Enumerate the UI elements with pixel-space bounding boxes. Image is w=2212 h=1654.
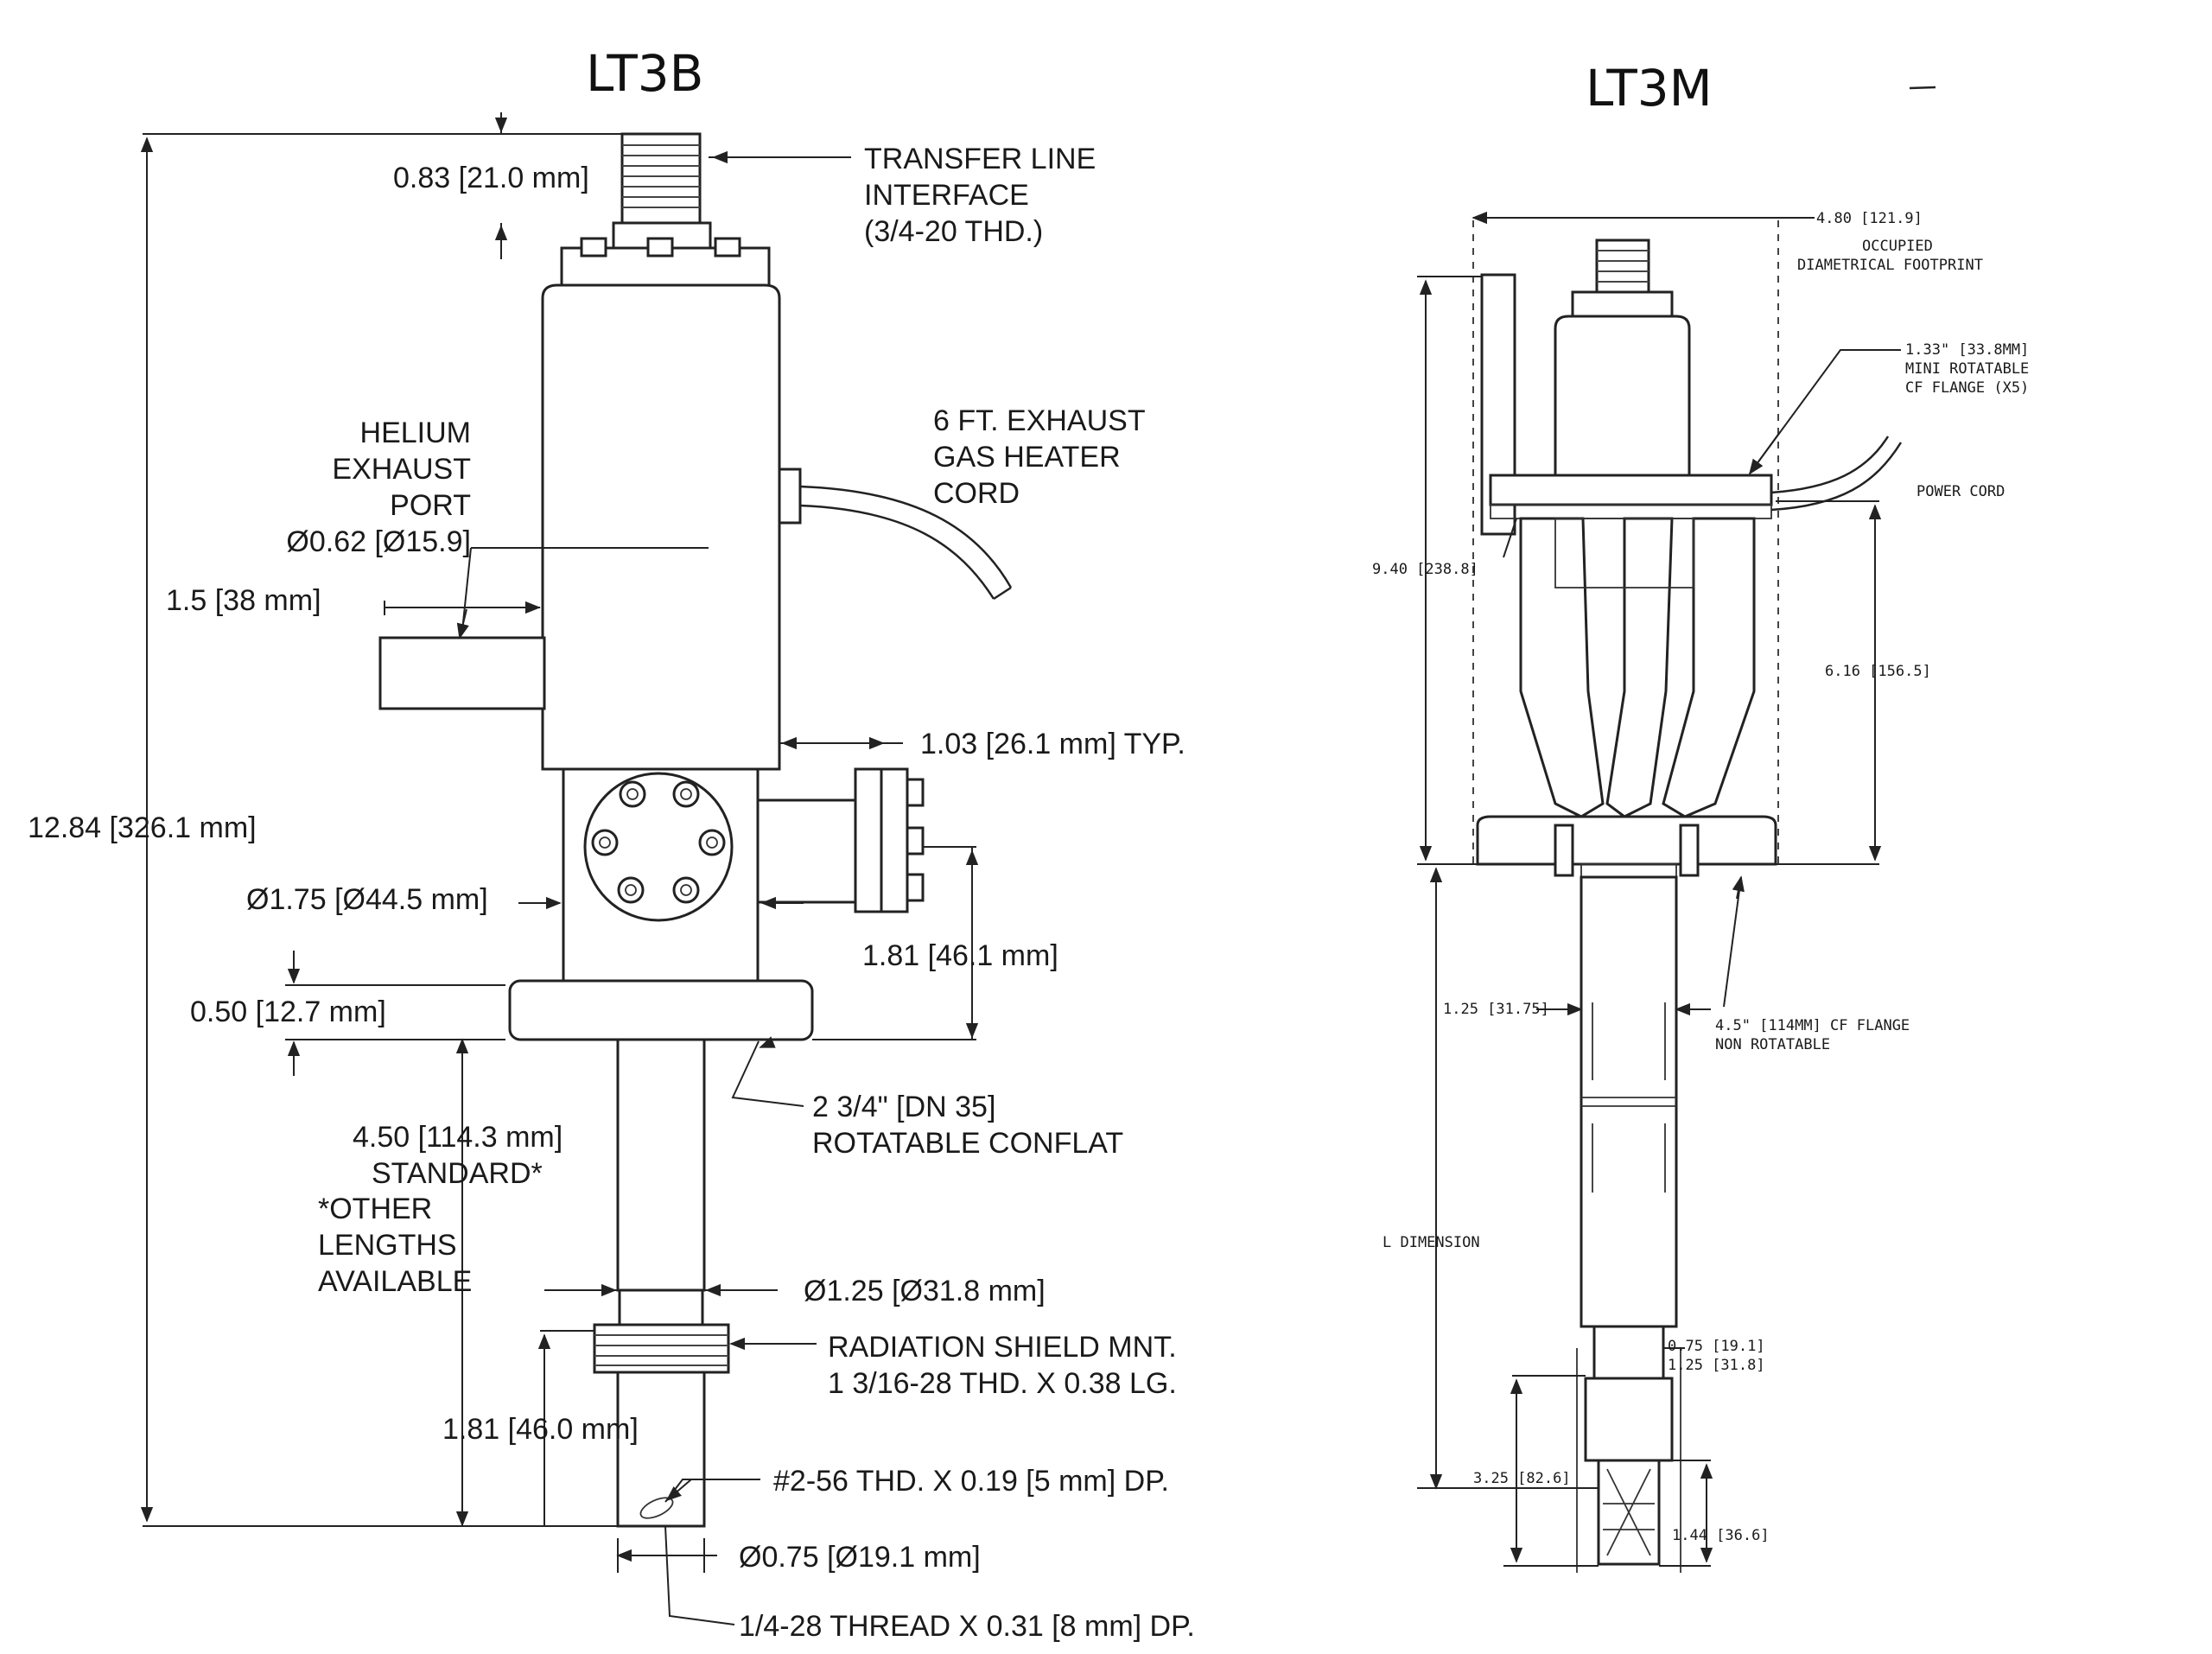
cap-bolt: [580, 237, 607, 258]
lt3m-tube-dim: 1.25 [31.75]: [1443, 1001, 1549, 1018]
radiation-shield-thread: [593, 1323, 730, 1374]
cap-bolt: [714, 237, 741, 258]
lt3m-height-dim: 9.40 [238.8]: [1372, 561, 1478, 578]
lt3m-footprint-label-2: DIAMETRICAL FOOTPRINT: [1797, 257, 1983, 274]
conflat-label-2: ROTATABLE CONFLAT: [812, 1127, 1123, 1160]
side-port: [756, 798, 859, 904]
lt3m-arm-right: [1662, 517, 1756, 818]
thread-label: 1/4-28 THREAD X 0.31 [8 mm] DP.: [739, 1610, 1195, 1643]
transfer-line-label-1: TRANSFER LINE: [864, 143, 1096, 175]
stray-mark: [1909, 86, 1936, 90]
tip-dia-dim: Ø0.75 [Ø19.1 mm]: [739, 1541, 981, 1574]
cord-label-2: GAS HEATER: [933, 441, 1121, 474]
helium-label-1: HELIUM: [360, 417, 471, 449]
transfer-line-dim: 0.83 [21.0 mm]: [393, 162, 589, 194]
lt3m-tip-dim-b: 1.25 [31.8]: [1668, 1357, 1765, 1374]
lt3m-tip-length-dim: 3.25 [82.6]: [1473, 1470, 1571, 1487]
lt3m-arm-left: [1519, 517, 1605, 818]
lt3m-lower-tube: [1580, 875, 1678, 1328]
cord-label-1: 6 FT. EXHAUST: [933, 404, 1146, 437]
shield-label-1: RADIATION SHIELD MNT.: [828, 1331, 1177, 1364]
side-flange-a: [854, 767, 883, 913]
heater-cord: [799, 485, 1013, 588]
standard-label: STANDARD*: [372, 1157, 543, 1190]
lt3m-cf-flange-2: NON ROTATABLE: [1715, 1036, 1830, 1053]
lt3m-tip-end-dim: 1.44 [36.6]: [1672, 1527, 1770, 1544]
screw-thread-label: #2-56 THD. X 0.19 [5 mm] DP.: [773, 1465, 1169, 1498]
lt3m-arm-center: [1605, 517, 1674, 818]
lt3m-footprint-dim: 4.80 [121.9]: [1816, 210, 1923, 227]
lt3m-power-cord-label: POWER CORD: [1916, 483, 2005, 500]
lt3m-upper-dim: 6.16 [156.5]: [1825, 663, 1931, 680]
helium-dia: Ø0.62 [Ø15.9]: [286, 525, 471, 558]
lt3m-l-dimension: L DIMENSION: [1382, 1234, 1480, 1251]
title-lt3m: LT3M: [1586, 59, 1713, 118]
helium-label-2: EXHAUST: [332, 453, 471, 486]
main-body: [541, 283, 781, 771]
lt3m-upper-body: [1554, 315, 1691, 477]
lower-tube: [616, 1038, 706, 1292]
lt3m-tip-dim-a: 0.75 [19.1]: [1668, 1338, 1765, 1355]
lt3m-flange-row: [1489, 474, 1773, 506]
flange-bolts: [591, 780, 726, 904]
tip: [616, 1371, 706, 1528]
tip-length-dim: 1.81 [46.0 mm]: [442, 1413, 639, 1446]
helium-exhaust-port: [378, 636, 546, 710]
flange-thickness-dim: 0.50 [12.7 mm]: [190, 996, 386, 1028]
side-flange-b: [880, 767, 909, 913]
other-lengths-2: LENGTHS: [318, 1229, 457, 1262]
lt3m-base-flange: [1476, 815, 1777, 866]
other-lengths-1: *OTHER: [318, 1193, 432, 1225]
port-length-dim: 1.5 [38 mm]: [166, 584, 321, 617]
tube-dia-dim: Ø1.25 [Ø31.8 mm]: [804, 1275, 1046, 1307]
lt3m-drawing: [1417, 211, 1903, 1573]
lt3m-footprint-label-1: OCCUPIED: [1862, 238, 1933, 255]
lt3m-mini-flange-1: 1.33" [33.8MM]: [1905, 341, 2029, 359]
lt3m-mini-flange-3: CF FLANGE (X5): [1905, 379, 2029, 397]
lt3m-power-cord: [1770, 436, 1890, 494]
lt3m-labels: 4.80 [121.9] OCCUPIED DIAMETRICAL FOOTPR…: [1372, 210, 2029, 1544]
transfer-line-label-3: (3/4-20 THD.): [864, 215, 1043, 248]
lt3m-cf-flange-1: 4.5" [114MM] CF FLANGE: [1715, 1017, 1910, 1034]
lt3m-mini-flange-2: MINI ROTATABLE: [1905, 360, 2029, 378]
overall-height: 12.84 [326.1 mm]: [28, 811, 257, 844]
transfer-line-stub: [620, 132, 702, 226]
body-dia-dim: Ø1.75 [Ø44.5 mm]: [246, 883, 488, 916]
cap-bolt: [646, 237, 674, 258]
cord-connector: [778, 468, 802, 525]
cord-label-3: CORD: [933, 477, 1020, 510]
flange-offset-dim: 1.81 [46.1 mm]: [862, 939, 1058, 972]
conflat-label-1: 2 3/4" [DN 35]: [812, 1091, 995, 1123]
standard-length-dim: 4.50 [114.3 mm]: [353, 1121, 563, 1154]
lt3b-labels: 0.83 [21.0 mm] TRANSFER LINE INTERFACE (…: [28, 143, 1195, 1643]
tube-collar: [618, 1288, 704, 1326]
lt3b-drawing: [140, 112, 1013, 1625]
other-lengths-3: AVAILABLE: [318, 1265, 472, 1298]
title-lt3b: LT3B: [586, 44, 703, 103]
lt3m-top-fitting: [1595, 239, 1650, 294]
transfer-line-threads: [622, 144, 700, 208]
shield-label-2: 1 3/16-28 THD. X 0.38 LG.: [828, 1367, 1177, 1400]
typ-dim: 1.03 [26.1 mm] TYP.: [920, 728, 1185, 760]
transfer-line-label-2: INTERFACE: [864, 179, 1029, 212]
helium-label-3: PORT: [390, 489, 471, 522]
conflat-flange: [508, 979, 814, 1041]
